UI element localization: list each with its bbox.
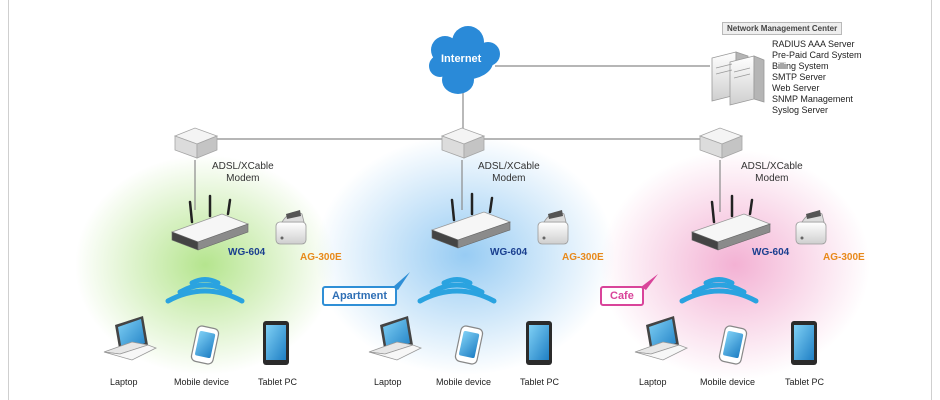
printer-label-3: AG-300E	[823, 252, 865, 263]
server-stack-icon	[711, 51, 765, 106]
nmc-service-item: SMTP Server	[772, 72, 826, 82]
device-label-mobile: Mobile device	[174, 377, 230, 387]
internet-label: Internet	[441, 53, 482, 65]
laptop-icon-1	[103, 316, 157, 361]
modem-icon-3	[698, 127, 744, 159]
internet-cloud-icon	[429, 26, 500, 94]
device-label-laptop: Laptop	[374, 377, 402, 387]
nmc-title: Network Management Center	[722, 22, 843, 35]
device-label-laptop: Laptop	[110, 377, 138, 387]
frame-right-border	[931, 0, 932, 400]
modem-label-line2: Modem	[492, 173, 526, 184]
nmc-service-list: RADIUS AAA Server Pre-Paid Card System B…	[772, 39, 862, 116]
device-label-mobile: Mobile device	[700, 377, 756, 387]
router-label-3: WG-604	[752, 247, 790, 258]
device-label-mobile: Mobile device	[436, 377, 492, 387]
modem-label-line1: ADSL/XCable	[741, 161, 803, 172]
modem-label-line2: Modem	[755, 173, 789, 184]
modem-label-3: ADSL/XCable Modem	[741, 161, 803, 185]
nmc-service-item: SNMP Management	[772, 94, 853, 104]
wifi-signal-icon-2	[417, 277, 497, 304]
wifi-signal-icon-3	[679, 277, 759, 304]
mobile-device-icon-2	[454, 325, 484, 365]
device-label-laptop: Laptop	[639, 377, 667, 387]
device-label-tablet: Tablet PC	[785, 377, 825, 387]
apartment-callout: Apartment	[322, 286, 398, 306]
printer-label-1: AG-300E	[300, 252, 342, 263]
laptop-icon-2	[368, 316, 422, 361]
router-icon-3	[690, 194, 772, 251]
cafe-callout-pointer	[641, 274, 658, 290]
ticket-printer-icon-1	[275, 210, 307, 245]
modem-label-line1: ADSL/XCable	[212, 161, 274, 172]
modem-icon-1	[173, 127, 219, 159]
nmc-service-item: Web Server	[772, 83, 820, 93]
tablet-icon-3	[791, 321, 817, 365]
nmc-service-item: Billing System	[772, 61, 829, 71]
nmc-service-item: Pre-Paid Card System	[772, 50, 862, 60]
mobile-device-icon-3	[718, 325, 748, 365]
ticket-printer-icon-2	[537, 210, 569, 245]
modem-label-2: ADSL/XCable Modem	[478, 161, 540, 185]
router-label-1: WG-604	[228, 247, 266, 258]
device-label-tablet: Tablet PC	[520, 377, 560, 387]
modem-label-line2: Modem	[226, 173, 260, 184]
printer-label-2: AG-300E	[562, 252, 604, 263]
frame-left-border	[8, 0, 9, 400]
modem-label-1: ADSL/XCable Modem	[212, 161, 274, 185]
nmc-service-item: RADIUS AAA Server	[772, 39, 855, 49]
device-label-tablet: Tablet PC	[258, 377, 298, 387]
coverage-glow-blue	[315, 135, 615, 375]
cafe-callout: Cafe	[600, 286, 644, 306]
ticket-printer-icon-3	[795, 210, 827, 245]
mobile-device-icon-1	[190, 325, 220, 365]
router-icon-1	[170, 194, 250, 251]
router-icon-2	[430, 192, 512, 249]
modem-label-line1: ADSL/XCable	[478, 161, 540, 172]
router-label-2: WG-604	[490, 247, 528, 258]
tablet-icon-1	[263, 321, 289, 365]
wifi-signal-icon-1	[165, 277, 245, 304]
apartment-callout-pointer	[393, 272, 410, 290]
laptop-icon-3	[634, 316, 688, 361]
tablet-icon-2	[526, 321, 552, 365]
modem-icon-2	[440, 127, 486, 159]
nmc-service-item: Syslog Server	[772, 105, 829, 115]
